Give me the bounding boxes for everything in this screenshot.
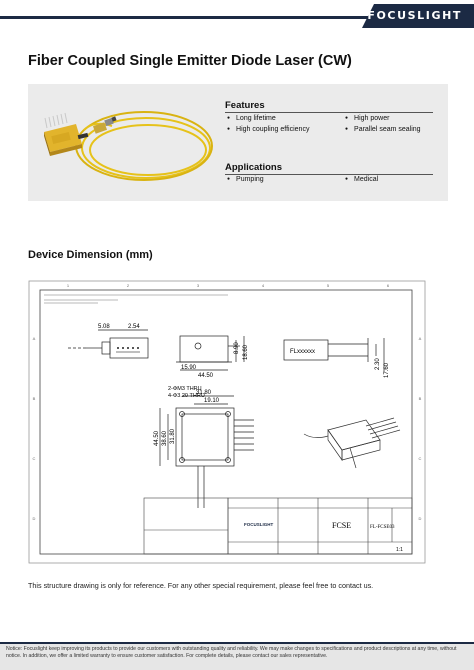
page-header: FOCUSLIGHT — [0, 0, 474, 34]
application-item: Pumping — [227, 176, 264, 183]
grid-number: 3 — [197, 283, 200, 288]
top-view — [68, 329, 149, 359]
grid-number: 1 — [67, 283, 70, 288]
feature-item: Long lifetime — [227, 115, 276, 122]
title-block-scale: 1:1 — [396, 547, 403, 553]
grid-number: 6 — [387, 283, 390, 288]
dimension-label: 31.80 — [196, 390, 212, 396]
plan-view — [159, 395, 254, 508]
dimension-label: 5.08 — [98, 324, 110, 330]
dimension-label: 38.60 — [162, 430, 168, 446]
grid-letter: C — [419, 456, 422, 461]
application-item: Medical — [345, 176, 378, 183]
dimension-label: 2.54 — [128, 324, 140, 330]
grid-number: 4 — [262, 283, 265, 288]
feature-item: Parallel seam sealing — [345, 126, 421, 133]
grid-letter: A — [33, 336, 36, 341]
grid-letter: B — [33, 396, 36, 401]
brand-badge — [362, 4, 474, 28]
dimension-label: 44.50 — [154, 430, 160, 446]
grid-number: 5 — [327, 283, 330, 288]
grid-letter: A — [419, 336, 422, 341]
grid-letter: B — [419, 396, 422, 401]
dimension-label: 15.90 — [181, 365, 197, 371]
feature-item: High coupling efficiency — [227, 126, 309, 133]
isometric-view — [303, 417, 401, 469]
dimension-label: 2.30 — [375, 358, 381, 370]
feature-item: High power — [345, 115, 389, 122]
dimension-heading: Device Dimension (mm) — [28, 249, 153, 261]
title-block-name: FCSE — [332, 521, 351, 530]
title-block-brand: FOCUSLIGHT — [244, 522, 273, 527]
page-title: Fiber Coupled Single Emitter Diode Laser… — [28, 53, 352, 69]
grid-letter: D — [33, 516, 36, 521]
grid-letter: C — [33, 456, 36, 461]
laser-module-image — [44, 111, 213, 181]
dimension-label: 8.90 — [234, 342, 240, 354]
footer-rule — [0, 642, 474, 644]
product-panel: Features Long lifetime High power High c… — [28, 84, 448, 201]
hole-spec: 2-ΦM3 THRU — [168, 386, 202, 392]
features-divider — [225, 112, 433, 113]
features-heading: Features — [225, 100, 265, 111]
dimension-label: 31.80 — [170, 428, 176, 444]
title-block-drawing-no: FL-FCSE03 — [370, 525, 395, 530]
page-footer: Notice: Focuslight keep improving its pr… — [0, 642, 474, 670]
side-view-label: FLxxxxxx — [290, 349, 315, 355]
front-view — [176, 335, 245, 371]
brand-logo: FOCUSLIGHT — [367, 9, 462, 22]
side-view — [283, 338, 385, 372]
dimension-label: 18.60 — [243, 344, 249, 360]
reference-note: This structure drawing is only for refer… — [28, 581, 374, 590]
dimension-label: 19.10 — [204, 398, 220, 404]
grid-letter: D — [419, 516, 422, 521]
header-rule — [0, 16, 474, 19]
footer-notice: Notice: Focuslight keep improving its pr… — [6, 646, 457, 659]
applications-divider — [225, 174, 433, 175]
dimension-label: 44.50 — [198, 373, 214, 379]
hole-spec: 4-Φ3.20 THRU — [168, 393, 205, 399]
dimension-label: 17.60 — [384, 362, 390, 378]
grid-number: 2 — [127, 283, 130, 288]
applications-heading: Applications — [225, 162, 283, 173]
dimension-drawing: 1 2 3 4 5 6 A B C D A B C D 5.08 2.54 — [28, 280, 426, 564]
title-block — [143, 497, 413, 555]
